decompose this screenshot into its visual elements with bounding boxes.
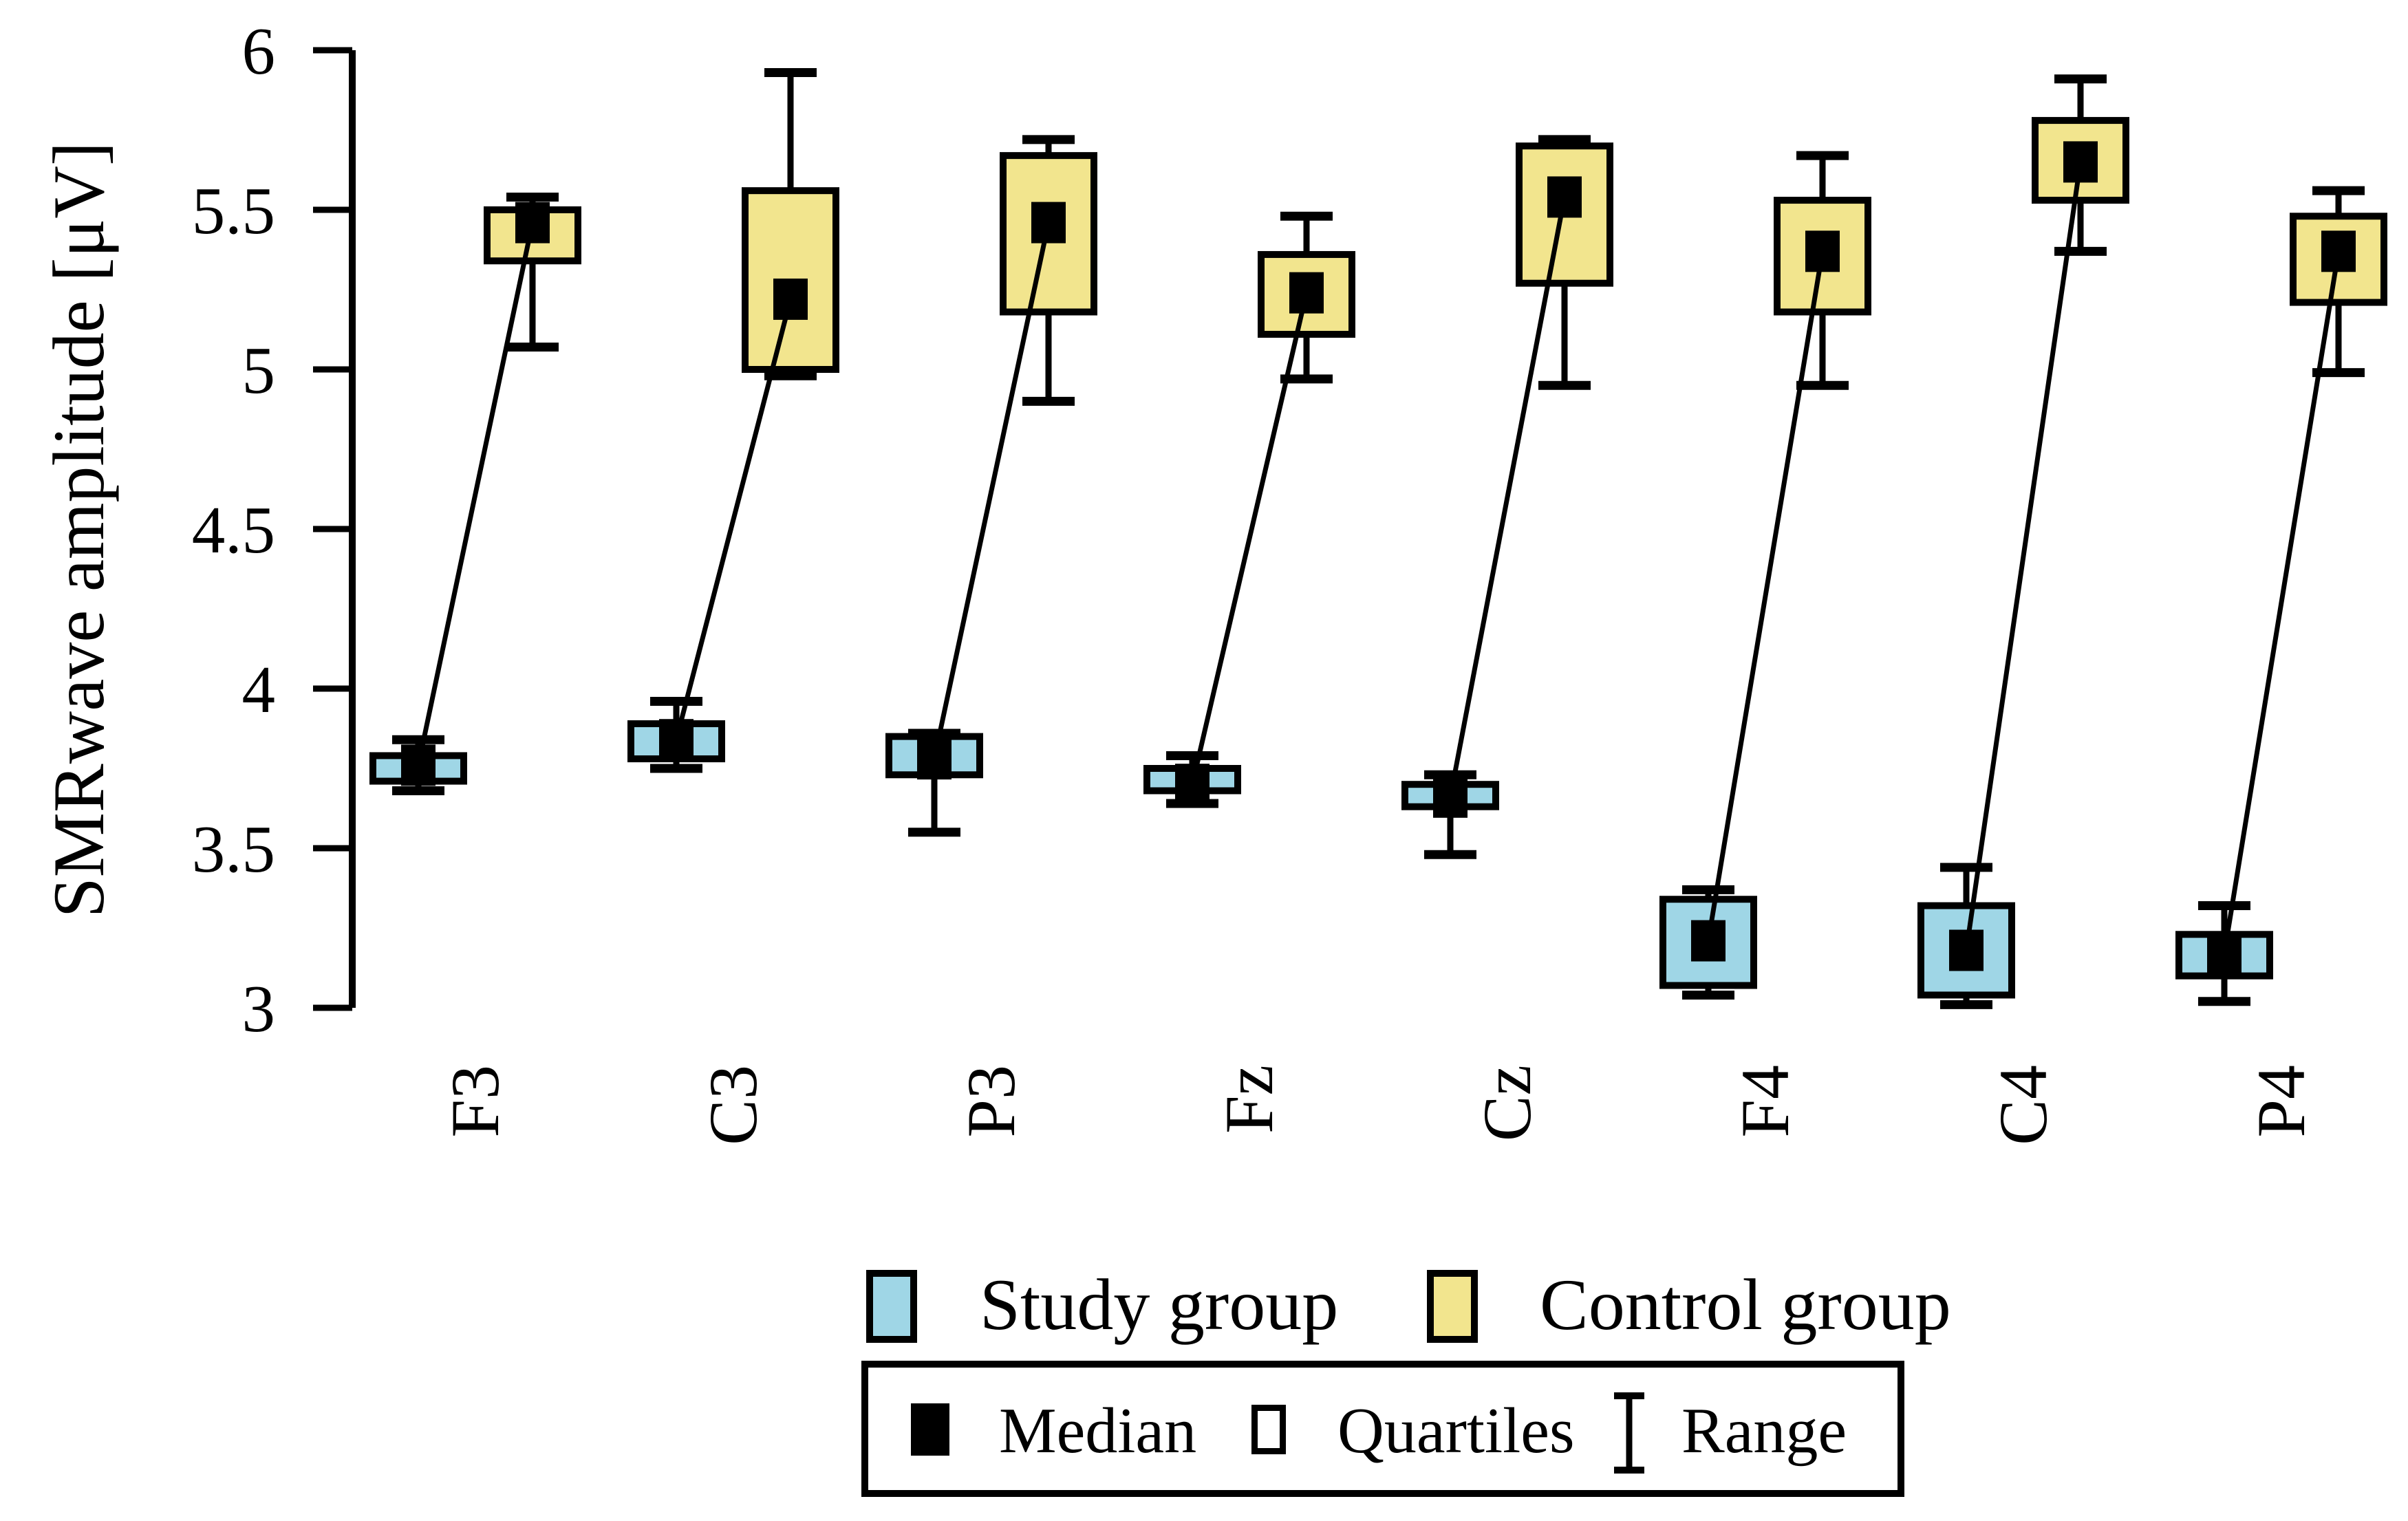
y-tick-label: 4.5 (192, 493, 275, 567)
study-group-label: Study group (980, 1264, 1339, 1345)
median-connector-P4 (2222, 250, 2341, 954)
study-F3-median-marker (401, 744, 436, 786)
x-category-label: F3 (437, 1065, 513, 1138)
y-tick-label: 3.5 (192, 812, 275, 886)
x-category-label: C4 (1985, 1065, 2061, 1145)
study-group-swatch (866, 1270, 917, 1343)
y-tick-label: 5 (242, 334, 276, 407)
study-Fz-median-marker (1175, 764, 1210, 806)
y-tick-label: 3 (242, 972, 276, 1046)
control-Cz-median-marker (1547, 176, 1582, 218)
median-connector-P3 (932, 222, 1051, 759)
control-F4-median-marker (1805, 230, 1840, 272)
median-connector-Cz (1448, 196, 1567, 798)
y-tick-label: 5.5 (192, 174, 275, 248)
x-category-label: F4 (1727, 1065, 1803, 1138)
study-C4-median-marker (1949, 929, 1984, 971)
x-category-label: C3 (695, 1065, 771, 1145)
study-C3-median-marker (659, 719, 694, 761)
study-P4-median-marker (2207, 933, 2242, 975)
control-group-swatch (1427, 1270, 1478, 1343)
stats-legend: Median Quartiles Range (861, 1361, 1904, 1497)
control-P4-median-marker (2321, 230, 2356, 272)
median-connector-Fz (1190, 292, 1309, 785)
median-connector-F4 (1706, 250, 1825, 942)
median-connector-F3 (416, 222, 535, 766)
median-legend-label: Median (999, 1395, 1197, 1467)
x-category-label: Cz (1469, 1065, 1545, 1141)
quartiles-legend-label: Quartiles (1337, 1395, 1575, 1467)
y-tick-label: 4 (242, 653, 276, 726)
control-F3-median-marker (515, 202, 550, 244)
quartiles-marker-icon (1251, 1405, 1286, 1454)
x-category-label: P4 (2243, 1065, 2319, 1138)
median-connector-C3 (674, 299, 793, 741)
control-group-label: Control group (1540, 1264, 1951, 1345)
study-Cz-median-marker (1433, 776, 1468, 818)
range-legend-label: Range (1681, 1395, 1847, 1467)
x-category-label: P3 (953, 1065, 1029, 1138)
control-C4-median-marker (2063, 141, 2098, 183)
median-connector-C4 (1964, 161, 2083, 951)
x-category-label: Fz (1211, 1065, 1287, 1134)
study-P3-median-marker (917, 738, 952, 780)
y-axis-title: SMRwave amplitude [μV] (39, 142, 119, 918)
y-tick-label: 6 (242, 14, 276, 88)
control-P3-median-marker (1031, 202, 1066, 244)
range-whisker-icon (1614, 1392, 1644, 1474)
control-C4-quartile-box (2032, 117, 2129, 204)
study-F4-median-marker (1691, 920, 1726, 962)
control-C3-median-marker (773, 278, 808, 320)
median-marker-icon (911, 1403, 949, 1456)
control-Fz-median-marker (1289, 272, 1324, 314)
